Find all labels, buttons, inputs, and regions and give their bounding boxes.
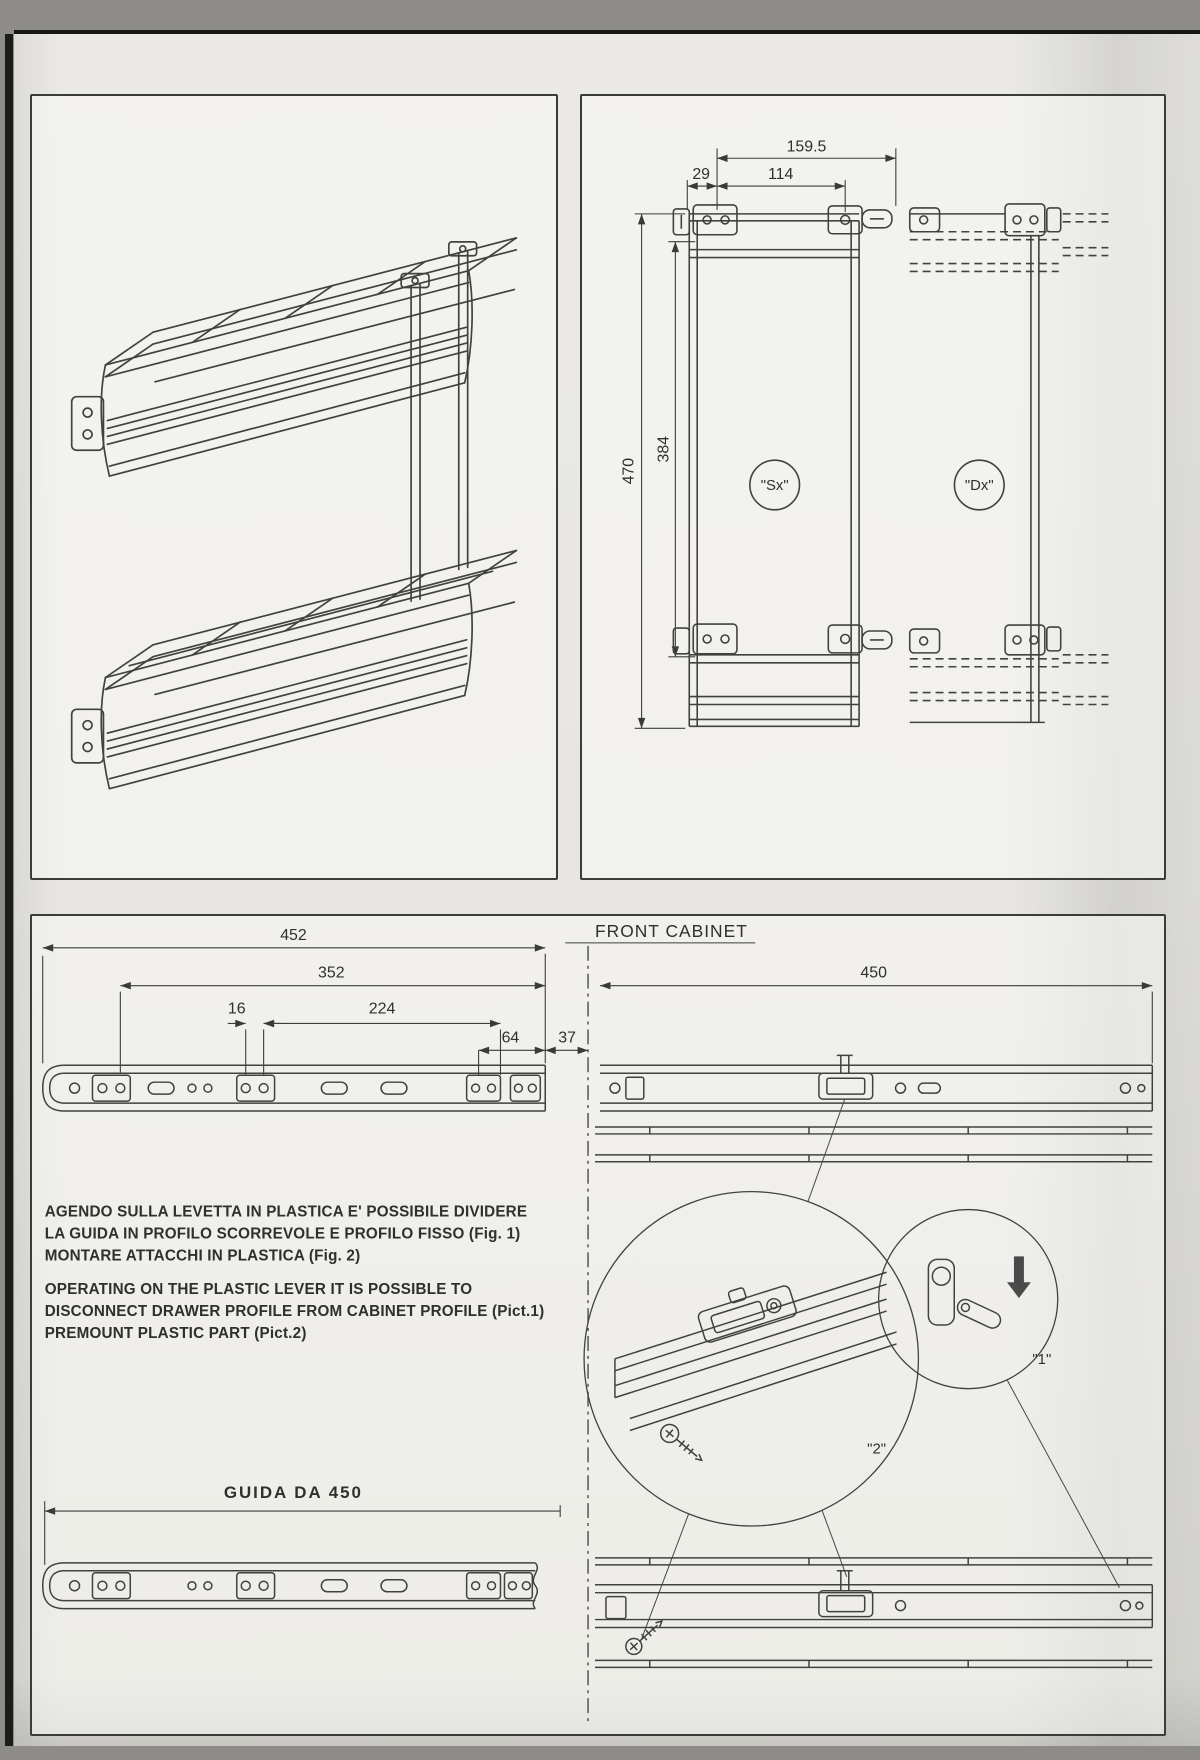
cabinet-panel-edges-bottom-upper: [595, 1557, 1153, 1566]
note-en-line2: DISCONNECT DRAWER PROFILE FROM CABINET P…: [45, 1303, 545, 1320]
drawer-rail-bottom-left: [41, 1562, 539, 1610]
dim-384-label: 384: [655, 436, 672, 463]
cabinet-panel-edges-top: [595, 1126, 1153, 1163]
note-it-line3: MONTARE ATTACCHI IN PLASTICA (Fig. 2): [45, 1247, 361, 1264]
dim-450-label: 450: [860, 965, 887, 982]
left-rail-dimensions: [42, 942, 1153, 1076]
screw-bottom: [625, 1620, 664, 1656]
dx-hidden-lines-bottom: [909, 654, 1109, 706]
dim-452-label: 452: [280, 927, 307, 944]
front-cabinet-label: FRONT CABINET: [595, 921, 748, 941]
basket-bottom-tier: [100, 549, 518, 790]
right-unit-dx-view: [908, 203, 1109, 724]
dim-114-label: 114: [768, 166, 793, 183]
dim-29-label: 29: [692, 166, 710, 183]
dx-hidden-lines-top: [909, 213, 1109, 273]
rail-installation-panel: 452 352 16 224 64 37 FRONT CABINET 450: [30, 914, 1166, 1736]
guida-da-450-label: GUIDA DA 450: [224, 1483, 363, 1502]
drawer-rail-top-left: [41, 1064, 547, 1112]
detail-circle-2-disconnect: [583, 1191, 920, 1527]
basket-top-tier: [100, 237, 518, 477]
dim-159-5-label: 159.5: [787, 138, 827, 155]
dim-16-label: 16: [228, 1001, 246, 1018]
basket-vertical-posts: [400, 241, 478, 602]
drawer-rail-bottom-right: [595, 1557, 1154, 1669]
guida-leader-line: [44, 1501, 561, 1565]
detail-leader-lines: [641, 1098, 1120, 1639]
drawer-rail-top-right: [595, 1054, 1154, 1163]
screw-zoom: [659, 1423, 703, 1462]
detail-circle-1-lever: [877, 1208, 1059, 1390]
dim-37-label: 37: [558, 1029, 576, 1046]
front-view-panel: 159.5 29 114 470 384: [580, 94, 1166, 880]
cabinet-panel-edges-bottom-lower: [595, 1659, 1153, 1669]
isometric-basket-drawing: [70, 237, 518, 790]
note-en-line1: OPERATING ON THE PLASTIC LEVER IT IS POS…: [45, 1281, 473, 1298]
note-it-line2: LA GUIDA IN PROFILO SCORREVOLE E PROFILO…: [45, 1225, 521, 1242]
scan-edge-stripe: [5, 34, 13, 1746]
detail-2-label: "2": [867, 1440, 886, 1457]
note-it-line1: AGENDO SULLA LEVETTA IN PLASTICA E' POSS…: [45, 1204, 528, 1221]
dim-224-label: 224: [369, 1001, 396, 1018]
press-down-arrow: [1007, 1256, 1031, 1299]
detail-1-label: "1": [1032, 1351, 1051, 1368]
dx-label: "Dx": [965, 478, 994, 494]
dim-470-label: 470: [621, 458, 638, 485]
left-unit-sx-view: [672, 204, 893, 728]
isometric-basket-panel: [30, 94, 558, 880]
sx-label: "Sx": [761, 478, 789, 494]
dim-352-label: 352: [318, 965, 345, 982]
instruction-notes: AGENDO SULLA LEVETTA IN PLASTICA E' POSS…: [45, 1204, 545, 1342]
dim-64-label: 64: [502, 1029, 520, 1046]
plastic-clip-zoom: [697, 1285, 797, 1343]
front-view-dimensions: [634, 148, 897, 729]
note-en-line3: PREMOUNT PLASTIC PART (Pict.2): [45, 1325, 307, 1342]
slide-mount-brackets: [70, 395, 105, 764]
